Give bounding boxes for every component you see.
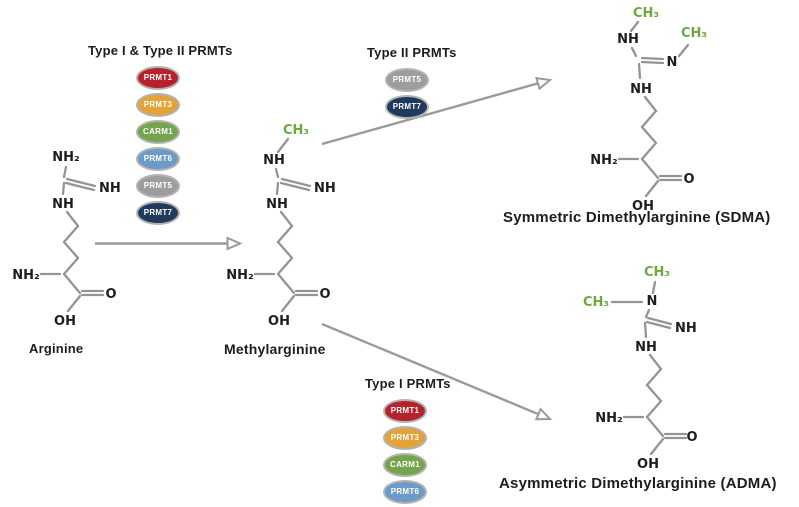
atom-top-nh: NH <box>263 153 285 168</box>
atom-imine-nh: NH <box>314 181 336 196</box>
atom-methyl-left-ch3: CH₃ <box>633 6 659 21</box>
atom-hydroxyl-oh: OH <box>54 314 76 329</box>
enzyme-badge-label: PRMT5 <box>143 181 173 190</box>
atom-top-nh: NH <box>617 32 639 47</box>
enzyme-badge-list: PRMT5 PRMT7 <box>367 68 447 119</box>
atom-hydroxyl-oh: OH <box>637 457 659 472</box>
adma-bonds <box>610 280 688 456</box>
atom-alpha-nh2: NH₂ <box>595 411 622 426</box>
enzyme-group-type1: Type I PRMTs PRMT1 PRMT3 CARM1 PRMT6 <box>365 376 451 504</box>
methylarginine-label: Methylarginine <box>224 341 326 357</box>
atom-methyl-ch3: CH₃ <box>283 123 309 138</box>
sdma-label: Symmetric Dimethylarginine (SDMA) <box>503 209 771 226</box>
enzyme-badge-prmt7: PRMT7 <box>385 95 429 119</box>
enzyme-badge-carm1: CARM1 <box>136 120 180 144</box>
enzyme-badge-label: PRMT1 <box>390 406 420 415</box>
enzyme-badge-prmt1: PRMT1 <box>136 66 180 90</box>
atom-alpha-nh2: NH₂ <box>12 268 39 283</box>
enzyme-badge-label: PRMT3 <box>390 433 420 442</box>
sdma-bonds <box>617 20 690 198</box>
atom-imine-n: N <box>667 55 678 70</box>
enzyme-badge-label: CARM1 <box>390 460 420 469</box>
atom-chain-nh: NH <box>52 197 74 212</box>
enzyme-badge-label: CARM1 <box>143 127 173 136</box>
enzyme-badge-prmt1: PRMT1 <box>383 399 427 423</box>
enzyme-badge-label: PRMT3 <box>143 100 173 109</box>
enzyme-group-title: Type I & Type II PRMTs <box>88 43 233 58</box>
atom-chain-nh: NH <box>266 197 288 212</box>
arrow-methylarginine-to-adma <box>321 322 550 419</box>
methylarginine-structure: CH₃ NH NH NH NH₂ O OH <box>226 123 336 329</box>
enzyme-badge-carm1: CARM1 <box>383 453 427 477</box>
atom-imine-nh: NH <box>99 181 121 196</box>
atom-alpha-nh2: NH₂ <box>226 268 253 283</box>
enzyme-badge-label: PRMT6 <box>143 154 173 163</box>
enzyme-group-type1-and-type2: Type I & Type II PRMTs PRMT1 PRMT3 CARM1… <box>88 43 233 225</box>
atom-alpha-nh2: NH₂ <box>590 153 617 168</box>
enzyme-badge-label: PRMT7 <box>143 208 173 217</box>
enzyme-badge-label: PRMT6 <box>390 487 420 496</box>
atom-methyl-right-ch3: CH₃ <box>681 26 707 41</box>
enzyme-badge-list: PRMT1 PRMT3 CARM1 PRMT6 <box>365 399 445 504</box>
enzyme-badge-label: PRMT1 <box>143 73 173 82</box>
atom-methyl-top-ch3: CH₃ <box>644 265 670 280</box>
enzyme-badge-prmt5: PRMT5 <box>136 174 180 198</box>
enzyme-badge-prmt3: PRMT3 <box>383 426 427 450</box>
enzyme-badge-prmt5: PRMT5 <box>385 68 429 92</box>
atom-carbonyl-o: O <box>683 172 694 187</box>
arginine-structure: NH₂ NH NH NH₂ O OH <box>12 150 121 329</box>
atom-chain-nh: NH <box>635 340 657 355</box>
atom-carbonyl-o: O <box>319 287 330 302</box>
atom-imine-nh: NH <box>675 321 697 336</box>
arginine-label: Arginine <box>29 341 84 356</box>
enzyme-badge-label: PRMT5 <box>392 75 422 84</box>
atom-carbonyl-o: O <box>686 430 697 445</box>
atom-top-nh2: NH₂ <box>52 150 79 165</box>
sdma-structure: CH₃ CH₃ NH N NH NH₂ O OH <box>590 6 707 214</box>
methylarginine-bonds <box>253 137 319 313</box>
enzyme-group-title: Type II PRMTs <box>367 45 457 60</box>
atom-chain-nh: NH <box>630 82 652 97</box>
atom-hydroxyl-oh: OH <box>632 199 654 214</box>
arginine-bonds <box>39 165 105 313</box>
arrow-methylarginine-to-sdma <box>321 80 550 146</box>
enzyme-badge-list: PRMT1 PRMT3 CARM1 PRMT6 PRMT5 PRMT7 <box>88 66 228 225</box>
atom-methyl-left-ch3: CH₃ <box>583 295 609 310</box>
enzyme-group-title: Type I PRMTs <box>365 376 451 391</box>
enzyme-badge-prmt6: PRMT6 <box>136 147 180 171</box>
atom-carbonyl-o: O <box>105 287 116 302</box>
enzyme-badge-prmt3: PRMT3 <box>136 93 180 117</box>
enzyme-group-type2: Type II PRMTs PRMT5 PRMT7 <box>367 45 457 119</box>
atom-hydroxyl-oh: OH <box>268 314 290 329</box>
atom-amine-n: N <box>647 294 658 309</box>
enzyme-badge-prmt7: PRMT7 <box>136 201 180 225</box>
enzyme-badge-label: PRMT7 <box>392 102 422 111</box>
adma-label: Asymmetric Dimethylarginine (ADMA) <box>499 475 777 492</box>
adma-structure: CH₃ CH₃ N NH NH NH₂ O OH <box>583 265 698 472</box>
enzyme-badge-prmt6: PRMT6 <box>383 480 427 504</box>
